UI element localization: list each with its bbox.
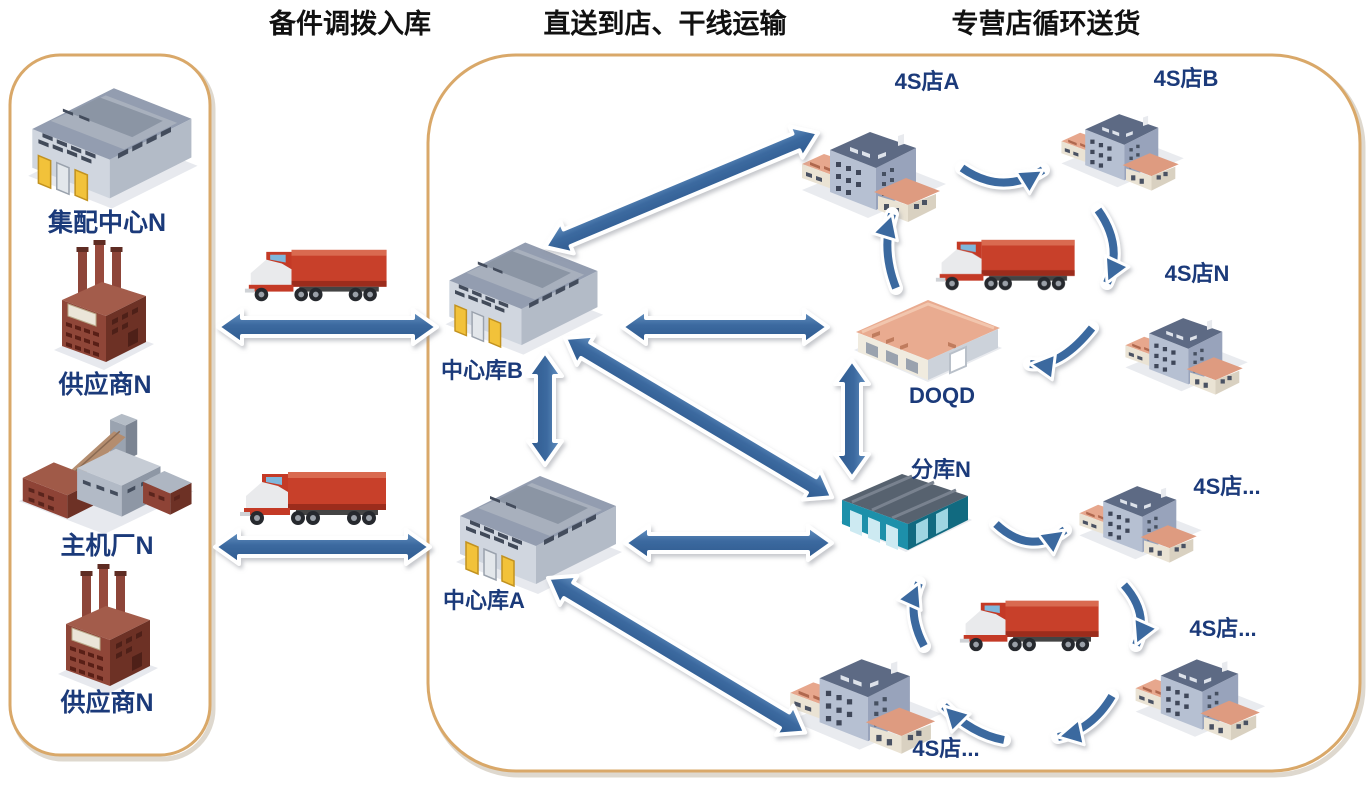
- label-central-warehouse-b: 中心库B: [441, 358, 523, 383]
- label-branch-warehouse-n: 分库N: [911, 457, 971, 482]
- label-doqd: DOQD: [909, 383, 975, 408]
- arrow-warehouse-a-to-bottom-store: [546, 573, 808, 737]
- loop-arrow-branch-to-store: [989, 517, 1072, 557]
- label-distribution-center: 集配中心N: [47, 208, 166, 237]
- label-supplier-top: 供应商N: [57, 370, 151, 399]
- arrow-warehouse-b-to-warehouse-a: [526, 350, 564, 467]
- delivery-loop-arrows: [871, 161, 1160, 747]
- loop-arrow-store-n-to-doqd: [1023, 321, 1099, 382]
- label-store-more-right: 4S店...: [1193, 474, 1260, 499]
- label-store-a: 4S店A: [895, 69, 960, 94]
- truck-icon-inbound-top: [244, 249, 387, 302]
- suppliers-panel: [8, 53, 216, 762]
- arrow-warehouse-b-to-store-a: [543, 124, 821, 256]
- arrow-suppliers-to-warehouse-b: [216, 308, 439, 346]
- loop-arrow-right-down: [1117, 578, 1160, 652]
- header-spare-parts-inbound: 备件调拨入库: [268, 9, 431, 39]
- loop-arrow-bottom-left: [937, 699, 1011, 747]
- header-direct-trunk: 直送到店、干线运输: [544, 8, 788, 39]
- arrow-doqd-to-branch-n: [833, 358, 871, 480]
- loop-arrow-lower-left: [1051, 689, 1119, 747]
- header-store-loop: 专营店循环送货: [952, 8, 1141, 39]
- suppliers-panel-border: [8, 53, 212, 757]
- transfer-arrows: [213, 124, 871, 737]
- label-store-more-lower: 4S店...: [1189, 616, 1256, 641]
- arrow-suppliers-to-warehouse-a: [213, 528, 432, 566]
- arrow-warehouse-a-to-branch-n: [623, 524, 834, 562]
- loop-arrow-doqd-up: [871, 207, 903, 295]
- loop-arrow-left-up: [895, 576, 931, 653]
- arrow-warehouse-b-to-branch-n: [563, 333, 835, 502]
- arrow-warehouse-b-to-doqd: [620, 308, 830, 346]
- label-supplier-bottom: 供应商N: [59, 688, 153, 717]
- label-store-n: 4S店N: [1165, 261, 1230, 286]
- label-central-warehouse-a: 中心库A: [443, 588, 525, 613]
- loop-arrow-store-b-down: [1091, 203, 1131, 290]
- label-store-more-bottom: 4S店...: [912, 736, 979, 761]
- truck-icon-inbound-bottom: [240, 472, 386, 525]
- loop-arrow-store-a-to-b: [955, 161, 1050, 196]
- label-oem-plant: 主机厂N: [60, 532, 153, 560]
- label-store-b: 4S店B: [1154, 66, 1219, 91]
